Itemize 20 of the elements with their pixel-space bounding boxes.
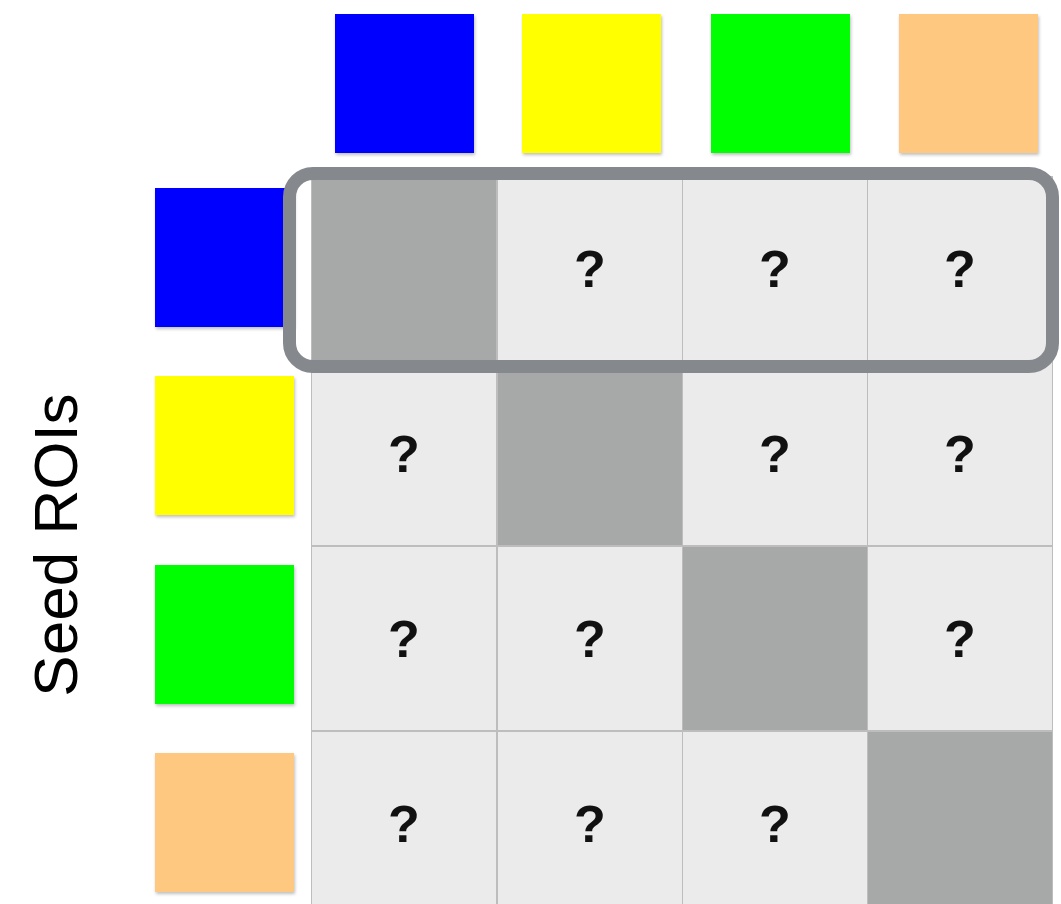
question-mark: ? [944, 612, 976, 665]
roi-color-square [155, 753, 294, 892]
question-mark: ? [574, 242, 606, 295]
question-mark: ? [388, 797, 420, 850]
question-mark: ? [759, 427, 791, 480]
question-mark: ? [944, 242, 976, 295]
roi-color-square [155, 565, 294, 704]
roi-color-square [155, 376, 294, 515]
question-mark: ? [944, 427, 976, 480]
question-mark: ? [574, 612, 606, 665]
roi-color-square [711, 14, 850, 153]
axis-label: Seed ROIs [19, 393, 91, 697]
question-mark: ? [759, 242, 791, 295]
question-mark: ? [574, 797, 606, 850]
question-mark: ? [759, 797, 791, 850]
question-mark: ? [388, 427, 420, 480]
roi-color-square [899, 14, 1038, 153]
roi-color-square [522, 14, 661, 153]
roi-color-square [335, 14, 474, 153]
question-mark: ? [388, 612, 420, 665]
